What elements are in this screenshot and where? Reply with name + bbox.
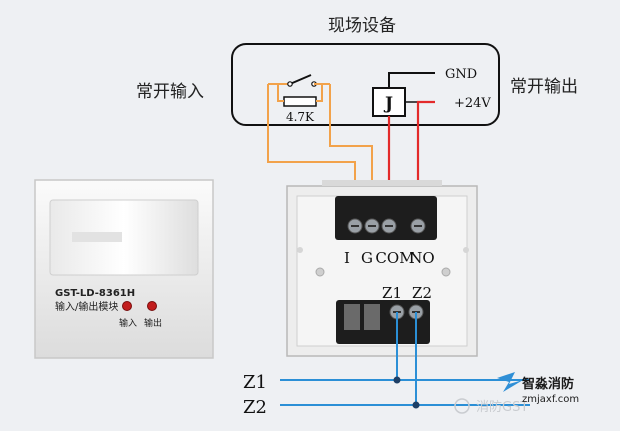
bus-label-z1: Z1 <box>243 372 267 393</box>
module-name-label: 输入/输出模块 <box>55 300 118 313</box>
bus-label-z2: Z2 <box>243 397 267 418</box>
output-led-label: 输出 <box>144 317 162 329</box>
terminal-label-no: NO <box>409 249 434 267</box>
module-model-label: GST-LD-8361H <box>55 288 135 299</box>
field-device-box <box>231 43 500 126</box>
v24-label: +24V <box>454 96 491 111</box>
relay: J <box>372 87 406 117</box>
terminal-label-i: I <box>344 249 350 267</box>
normally-open-output-label: 常开输出 <box>510 77 578 97</box>
brand-name: 智淼消防 <box>522 376 574 392</box>
output-led <box>147 301 157 311</box>
resistor: 4.7K <box>283 96 317 124</box>
bus-wires <box>280 312 530 406</box>
bus-junction-z2 <box>412 401 420 409</box>
module-front-panel: GST-LD-8361H 输入/输出模块 输入 输出 <box>34 179 214 359</box>
top-terminal-labels: I G COM NO <box>344 249 435 267</box>
field-device-title: 现场设备 <box>328 16 396 36</box>
brand-url: zmjaxf.com <box>522 394 579 405</box>
resistor-label: 4.7K <box>286 110 315 124</box>
terminal-label-com: COM <box>375 249 414 267</box>
watermark: 消防GST 智淼消防 zmjaxf.com <box>454 372 579 415</box>
terminal-label-z2: Z2 <box>412 284 432 302</box>
relay-label: J <box>383 94 393 114</box>
watermark-faint-text: 消防GST <box>476 399 528 415</box>
gnd-wire <box>388 72 435 88</box>
input-led <box>122 301 132 311</box>
gnd-label: GND <box>445 67 477 82</box>
brand-logo-icon <box>497 372 523 392</box>
terminal-label-g: G <box>361 249 373 267</box>
terminal-label-z1: Z1 <box>382 284 402 302</box>
bus-junction-z1 <box>393 376 401 384</box>
normally-open-input-label: 常开输入 <box>136 82 204 102</box>
input-led-label: 输入 <box>119 317 137 329</box>
top-terminal-block <box>335 196 437 240</box>
